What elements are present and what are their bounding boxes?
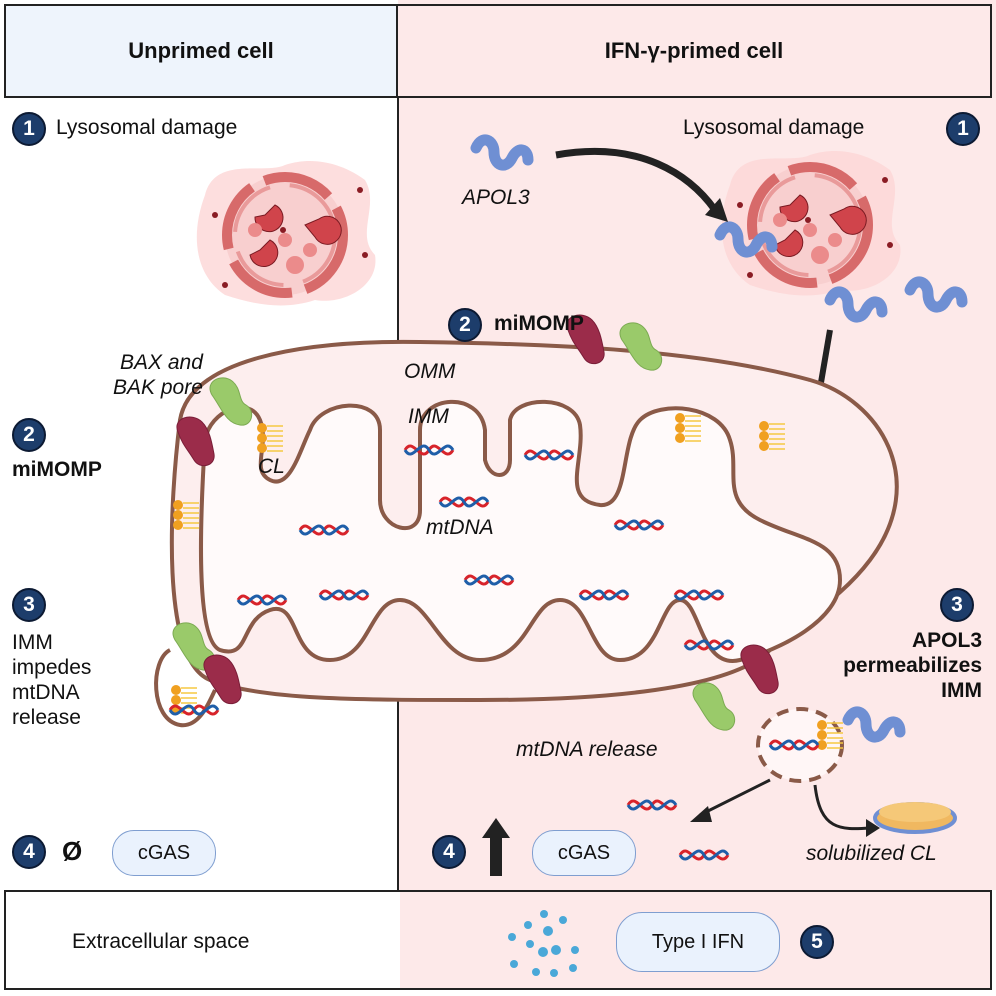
lysosome-right (722, 151, 901, 295)
mtdna-released (626, 799, 678, 811)
mtdna-released (678, 849, 730, 861)
step-1-badge-right: 1 (946, 112, 980, 146)
apol3-protein (476, 140, 528, 165)
ifn-particles (508, 910, 579, 977)
step-2-badge-left: 2 (12, 418, 46, 452)
imm-label: IMM (408, 405, 449, 428)
unprimed-title: Unprimed cell (128, 38, 274, 63)
solubilized-cl-label: solubilized CL (806, 842, 937, 865)
type-i-ifn-pill: Type I IFN (616, 912, 780, 972)
unprimed-header: Unprimed cell (4, 4, 398, 98)
apol3-arrow (555, 147, 718, 213)
cgas-pill-left: cGAS (112, 830, 216, 876)
step-5-badge: 5 (800, 925, 834, 959)
apol3-label: APOL3 (462, 186, 530, 209)
cgas-pill-right: cGAS (532, 830, 636, 876)
step-3-badge-left: 3 (12, 588, 46, 622)
primed-header: IFN-γ-primed cell (396, 4, 992, 98)
solubilize-arrow (813, 784, 871, 831)
null-symbol: Ø (62, 836, 83, 866)
up-arrow-icon (482, 818, 510, 876)
step-2-badge-right: 2 (448, 308, 482, 342)
unprimed-step-1-label: Lysosomal damage (56, 116, 238, 139)
omm-label: OMM (404, 360, 456, 383)
mtdna-label: mtDNA (426, 516, 494, 539)
apol3-bound-3 (910, 282, 962, 307)
step-1-badge-left: 1 (12, 112, 46, 146)
step-4-badge-right: 4 (432, 835, 466, 869)
lysosome-left (197, 161, 376, 305)
mtdna-release-label: mtDNA release (516, 738, 658, 761)
primed-step-1-label: Lysosomal damage (683, 116, 865, 139)
bak-right-bottom (740, 644, 779, 695)
apol3-imm (848, 712, 900, 737)
bax-right-bottom (692, 682, 736, 731)
unprimed-step-2-label: miMOMP (12, 458, 102, 481)
step-3-badge-right: 3 (940, 588, 974, 622)
cl-label: CL (258, 455, 285, 478)
primed-step-2-label: miMOMP (494, 312, 584, 335)
extracellular-label: Extracellular space (72, 930, 250, 953)
inner-membrane (198, 399, 843, 663)
apol3-bound-2 (830, 292, 882, 317)
step-4-badge-left: 4 (12, 835, 46, 869)
release-arrow (699, 778, 771, 817)
primed-title: IFN-γ-primed cell (604, 38, 784, 63)
